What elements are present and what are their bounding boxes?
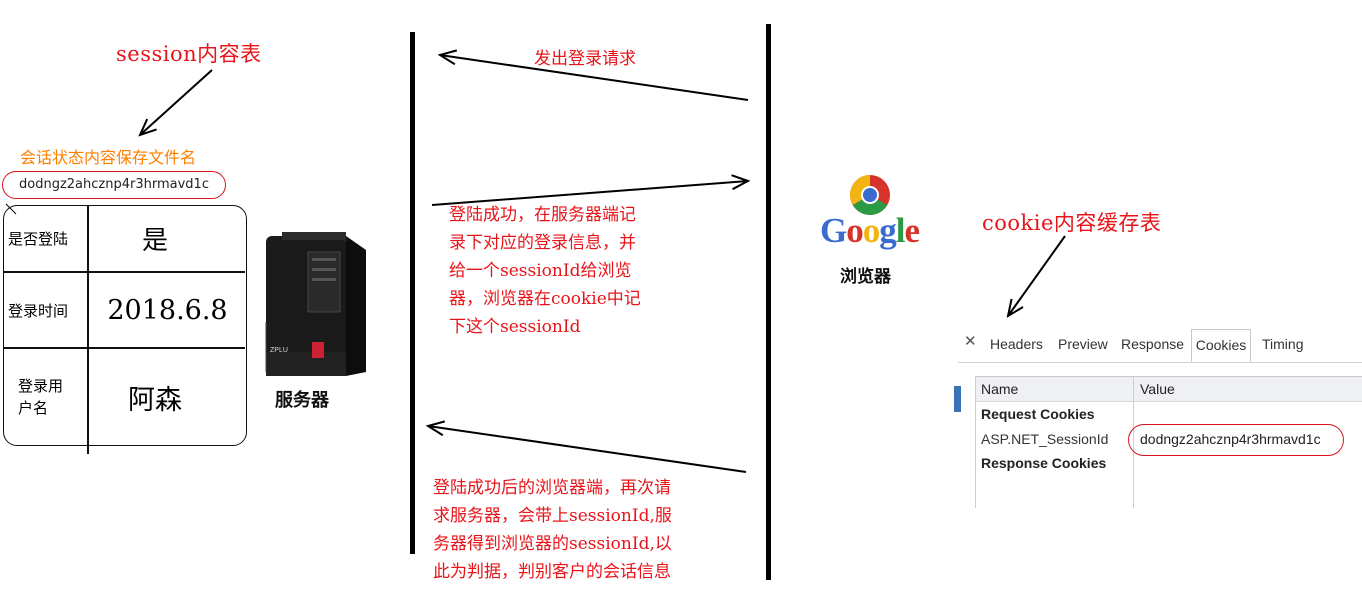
row-value-login-time: 2018.6.8 [107, 294, 228, 326]
devtools-tabbar: ✕ Headers Preview Response Cookies Timin… [958, 324, 1362, 363]
cookie-name-cell[interactable]: ASP.NET_SessionId [981, 431, 1109, 447]
row-label-username: 登录用户名 [18, 377, 64, 417]
response-cookies-group: Response Cookies [981, 455, 1107, 471]
tab-response[interactable]: Response [1121, 336, 1185, 352]
close-icon[interactable]: ✕ [964, 333, 977, 350]
table-col-divider [87, 206, 89, 454]
column-header-value[interactable]: Value [1140, 381, 1175, 397]
subsequent-request-arrow [428, 426, 747, 473]
cookie-value-highlight [1128, 424, 1344, 456]
request-list-selection[interactable] [954, 386, 961, 412]
row-value-username: 阿森 [128, 384, 182, 416]
cookie-value-cell[interactable]: dodngz2ahcznp4r3hrmavd1c [1140, 431, 1321, 447]
message-line: 器，浏览器在cookie中记 [449, 289, 641, 309]
message-line: 此为判据，判别客户的会话信息 [433, 562, 671, 582]
tab-headers[interactable]: Headers [990, 336, 1043, 352]
tab-cookies[interactable]: Cookies [1191, 329, 1251, 362]
server-timeline-line [410, 32, 415, 554]
request-arrow [440, 55, 749, 101]
tab-timing[interactable]: Timing [1262, 336, 1304, 352]
message-line: 下这个sessionId [449, 317, 581, 337]
browser-timeline-line [766, 24, 771, 580]
browser-label: 浏览器 [840, 267, 891, 287]
cookie-pointer-arrow [1008, 235, 1066, 316]
cookie-table-title: cookie内容缓存表 [982, 211, 1162, 235]
svg-text:ZPLU: ZPLU [270, 347, 288, 354]
session-id-value: dodngz2ahcznp4r3hrmavd1c [2, 171, 226, 199]
cookies-table: Name Value Request Cookies ASP.NET_Sessi… [975, 376, 1362, 508]
message-line: 求服务器，会带上sessionId,服 [433, 506, 672, 526]
tab-preview[interactable]: Preview [1058, 336, 1108, 352]
chrome-icon [850, 175, 890, 215]
message-line: 录下对应的登录信息，并 [449, 233, 636, 253]
login-success-message: 登陆成功，在服务器端记 录下对应的登录信息，并 给一个sessionId给浏览 … [449, 201, 641, 341]
table-left-border [975, 376, 976, 508]
column-header-name[interactable]: Name [981, 381, 1019, 397]
google-logo: Google [820, 211, 920, 250]
table-row-divider [4, 271, 245, 273]
devtools-panel: ✕ Headers Preview Response Cookies Timin… [954, 324, 1362, 508]
row-label-login-time: 登录时间 [8, 301, 69, 320]
row-value-logged-in: 是 [141, 226, 168, 256]
cookies-table-header: Name Value [975, 376, 1362, 402]
session-pointer-arrow [140, 69, 213, 135]
table-row-divider [4, 347, 245, 349]
message-line: 登陆成功后的浏览器端，再次请 [433, 478, 671, 498]
response-arrow [431, 181, 748, 206]
session-table-title: session内容表 [116, 42, 262, 66]
message-line: 给一个sessionId给浏览 [449, 261, 632, 281]
subsequent-request-message: 登陆成功后的浏览器端，再次请 求服务器，会带上sessionId,服 务器得到浏… [433, 474, 672, 586]
row-label-logged-in: 是否登陆 [8, 230, 69, 248]
session-filename-label: 会话状态内容保存文件名 [20, 148, 197, 167]
message-line: 务器得到浏览器的sessionId,以 [433, 534, 672, 554]
login-request-label: 发出登录请求 [534, 49, 636, 69]
message-line: 登陆成功，在服务器端记 [449, 205, 636, 225]
request-cookies-group: Request Cookies [981, 406, 1095, 422]
server-label: 服务器 [275, 390, 329, 411]
session-table: 是否登陆 是 登录时间 2018.6.8 登录用户名 阿森 [3, 205, 247, 454]
server-icon: ZPLU [265, 232, 366, 376]
